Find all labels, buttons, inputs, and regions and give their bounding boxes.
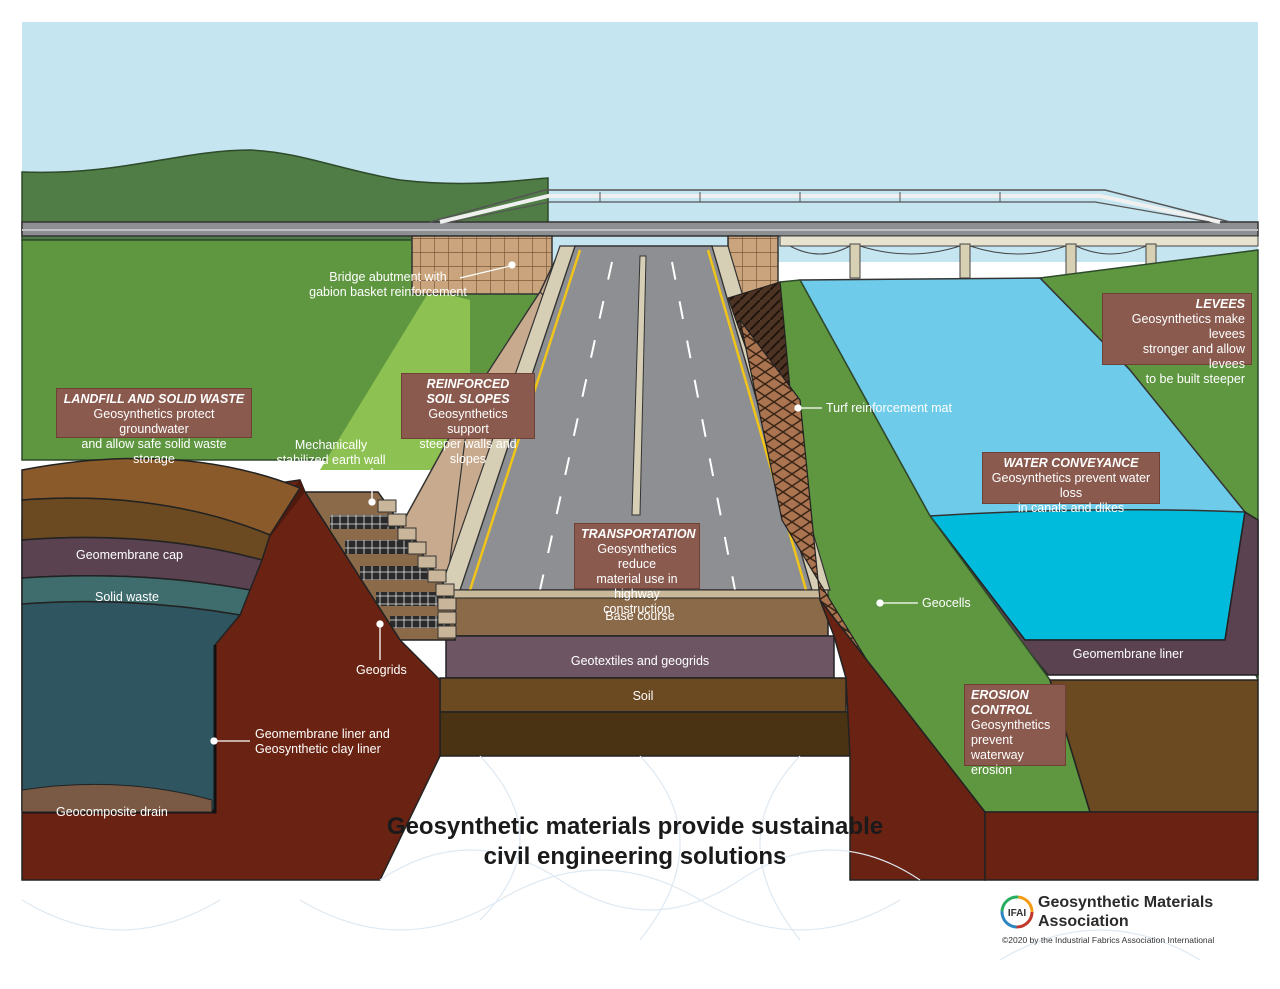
label-line: Geomembrane liner and	[255, 727, 390, 741]
leader-dot-icon	[876, 599, 884, 607]
callout-title: TRANSPORTATION	[581, 527, 696, 541]
leader-dot-icon	[210, 737, 218, 745]
callout-title: WATER CONVEYANCE	[1003, 456, 1139, 470]
label-geocells: Geocells	[922, 596, 971, 610]
label-geomembrane-cap: Geomembrane cap	[76, 548, 184, 562]
callout-text: prevent waterway	[971, 733, 1024, 762]
logo-name: Geosynthetic Materials Association	[1038, 893, 1213, 931]
label-line: gabion basket reinforcement	[309, 285, 467, 299]
callout-text: Geosynthetics support	[428, 407, 508, 436]
label-mse-wall: Mechanically stabilized earth wall	[276, 438, 386, 468]
gma-logo: IFAI Geosynthetic Materials Association …	[1000, 893, 1240, 953]
callout-text: erosion	[971, 763, 1012, 777]
headline-line: Geosynthetic materials provide sustainab…	[386, 813, 884, 840]
leader-dot-icon	[508, 261, 516, 269]
abutment-left	[411, 235, 553, 295]
headline-line: civil engineering solutions	[483, 843, 787, 870]
label-liners: Geomembrane liner and Geosynthetic clay …	[255, 727, 390, 757]
callout-erosion-control: EROSION CONTROL Geosynthetics prevent wa…	[964, 684, 1066, 777]
callout-text: Geosynthetics reduce	[597, 542, 677, 571]
logo-name-line: Association	[1038, 913, 1129, 930]
label-canal-liner: Geomembrane liner	[1072, 647, 1184, 661]
logo-name-line: Geosynthetic Materials	[1038, 894, 1214, 911]
callout-text: Geosynthetics make levees	[1131, 312, 1245, 341]
callout-text: Geosynthetics	[971, 718, 1051, 732]
headline: Geosynthetic materials provide sustainab…	[330, 812, 940, 872]
geogrid-layers	[330, 515, 452, 628]
label-line: Bridge abutment with	[329, 270, 447, 284]
callout-text: stronger and allow levees	[1142, 342, 1245, 371]
callout-text: to be built steeper	[1145, 372, 1245, 386]
copyright: ©2020 by the Industrial Fabrics Associat…	[1002, 935, 1215, 945]
callout-landfill: LANDFILL AND SOLID WASTE Geosynthetics p…	[56, 388, 252, 466]
landfill	[21, 457, 302, 814]
label-line: stabilized earth wall	[276, 453, 386, 467]
leader-dot-icon	[376, 620, 384, 628]
callout-title: SOIL SLOPES	[426, 392, 510, 406]
hills	[21, 149, 549, 241]
leader-lines	[210, 261, 918, 745]
callout-title: LEVEES	[1195, 297, 1245, 311]
callout-water-conveyance: WATER CONVEYANCE Geosynthetics prevent w…	[982, 452, 1160, 515]
background-mesh	[21, 755, 1201, 961]
callout-levees: LEVEES Geosynthetics make levees stronge…	[1102, 293, 1252, 386]
callout-reinforced-slopes: REINFORCED SOIL SLOPES Geosynthetics sup…	[401, 373, 535, 466]
label-bridge-abutment: Bridge abutment with gabion basket reinf…	[308, 270, 468, 300]
leader-dot-icon	[794, 404, 802, 412]
label-geogrids: Geogrids	[356, 663, 407, 677]
callout-text: Geosynthetics protect groundwater	[93, 407, 215, 436]
callout-title: CONTROL	[971, 703, 1033, 717]
bridge	[21, 189, 1259, 279]
callout-text: and allow safe solid waste storage	[81, 437, 227, 466]
logo-mark-text: IFAI	[1008, 908, 1027, 919]
mse-blocks	[377, 499, 457, 639]
label-geotextiles: Geotextiles and geogrids	[570, 654, 710, 668]
callout-transportation: TRANSPORTATION Geosynthetics reduce mate…	[574, 523, 700, 616]
label-soil: Soil	[632, 689, 654, 703]
callout-text: in canals and dikes	[1017, 501, 1125, 515]
label-line: Geosynthetic clay liner	[255, 742, 381, 756]
label-turf-mat: Turf reinforcement mat	[826, 401, 952, 415]
callout-text: highway construction	[603, 587, 671, 616]
callout-text: material use in	[596, 572, 678, 586]
ifai-logo-icon: IFAI	[1000, 895, 1034, 929]
label-base-course: Base course	[605, 609, 675, 623]
callout-text: Geosynthetics prevent water loss	[991, 471, 1151, 500]
callout-text: steeper walls and slopes	[419, 437, 517, 466]
label-line: Mechanically	[294, 438, 368, 452]
callout-title: EROSION	[971, 688, 1029, 702]
callout-title: LANDFILL AND SOLID WASTE	[63, 392, 245, 406]
geotextile-layer	[445, 635, 835, 679]
callout-title: REINFORCED	[426, 377, 510, 391]
leader-dot-icon	[368, 498, 376, 506]
label-geocomposite-drain: Geocomposite drain	[56, 805, 168, 819]
label-solid-waste: Solid waste	[95, 590, 159, 604]
